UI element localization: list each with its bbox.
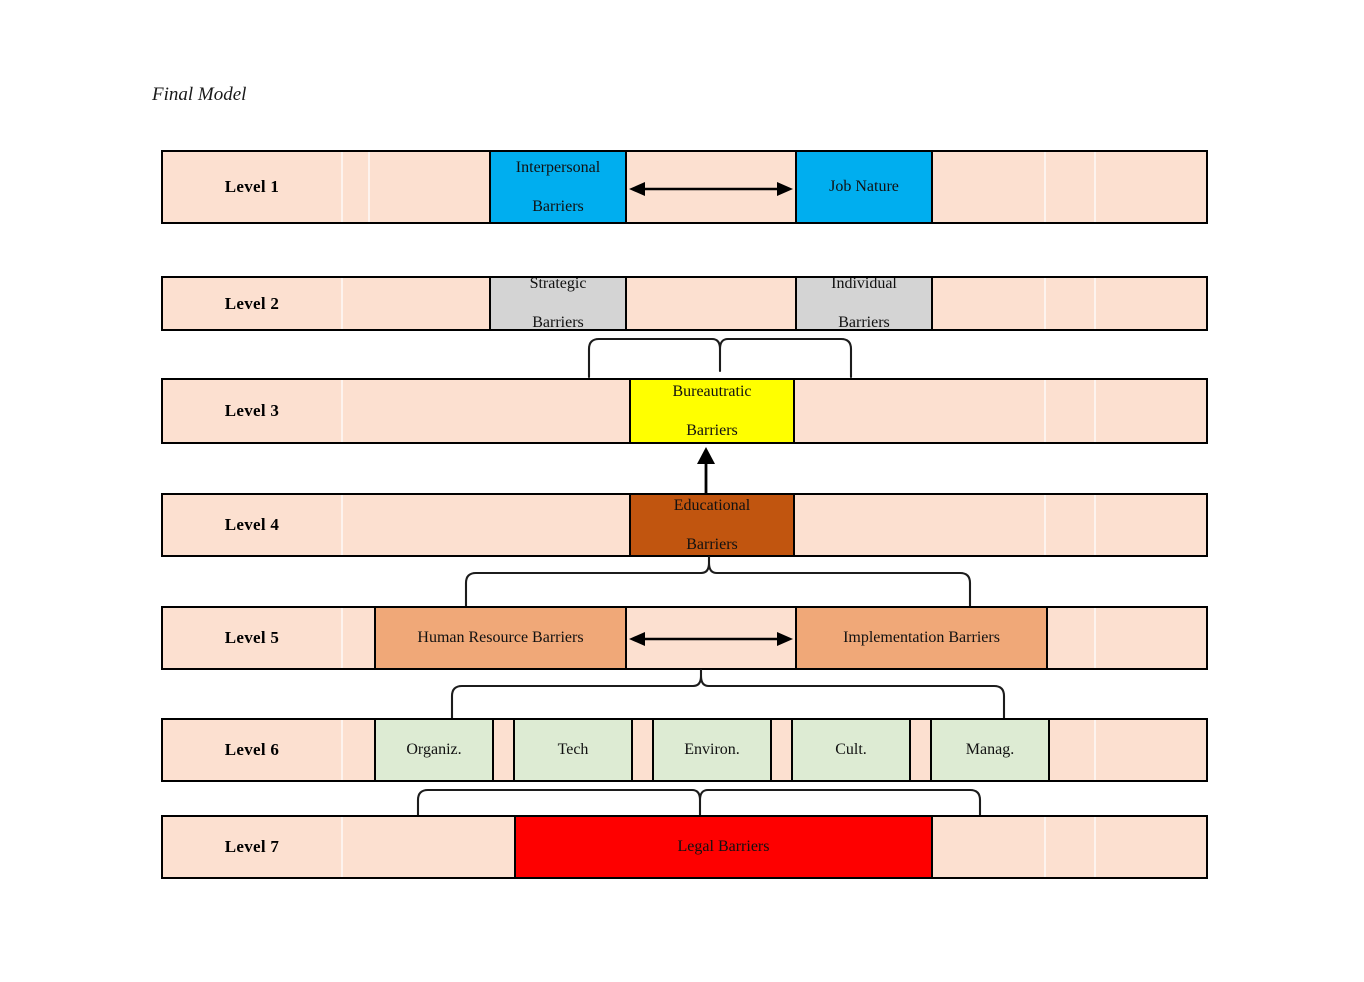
level-5-row: Level 5 Human Resource Barriers Implemen…	[161, 606, 1208, 670]
column-divider	[1094, 278, 1096, 329]
column-divider	[1094, 495, 1096, 555]
node-text-line: Cult.	[835, 741, 867, 759]
page-title: Final Model	[152, 84, 247, 105]
node-legal-barriers[interactable]: Legal Barriers	[514, 817, 933, 877]
column-divider	[1044, 278, 1046, 329]
level-5-label: Level 5	[224, 628, 280, 647]
node-text-line: Job Nature	[829, 178, 899, 196]
column-divider	[1044, 380, 1046, 442]
level-6-row: Level 6 Organiz. Tech Environ. Cult. Man…	[161, 718, 1208, 782]
node-text-line: Barriers	[686, 421, 738, 439]
level-4-label: Level 4	[224, 515, 280, 534]
level-6-label: Level 6	[224, 740, 280, 759]
node-cult-barriers[interactable]: Cult.	[791, 720, 911, 780]
arrow-interpersonal-jobnature	[629, 180, 793, 198]
column-divider	[341, 608, 343, 668]
node-text-line: Organiz.	[406, 741, 462, 759]
brace-level6-to-level7	[414, 784, 984, 828]
column-divider	[1094, 608, 1096, 668]
column-divider	[1044, 152, 1046, 222]
node-human-resource-barriers[interactable]: Human Resource Barriers	[374, 608, 627, 668]
node-text-line: Educational	[673, 496, 751, 514]
node-text-line: Barriers	[686, 535, 738, 553]
node-text-line: Barriers	[532, 314, 584, 331]
level-3-label: Level 3	[224, 401, 280, 420]
column-divider	[1094, 817, 1096, 877]
column-divider	[341, 278, 343, 329]
node-text-line: Human Resource Barriers	[417, 629, 584, 647]
column-divider	[1094, 380, 1096, 442]
node-text-line: Manag.	[965, 741, 1015, 759]
column-divider	[1094, 720, 1096, 780]
node-text-line: Barriers	[532, 197, 584, 215]
node-text-line: Strategic	[529, 276, 587, 293]
column-divider	[341, 152, 343, 222]
column-divider	[368, 152, 370, 222]
node-environ-barriers[interactable]: Environ.	[652, 720, 772, 780]
node-organiz-barriers[interactable]: Organiz.	[374, 720, 494, 780]
node-text-line: Individual	[831, 276, 897, 293]
level-2-label: Level 2	[224, 293, 280, 313]
brace-level6-to-level5	[448, 668, 1008, 720]
node-text-line: Bureautratic	[672, 382, 752, 400]
node-manag-barriers[interactable]: Manag.	[930, 720, 1050, 780]
column-divider	[1094, 152, 1096, 222]
column-divider	[341, 380, 343, 442]
column-divider	[1044, 495, 1046, 555]
node-text-line: Legal Barriers	[677, 838, 770, 856]
node-text-line: Tech	[557, 741, 589, 759]
column-divider	[341, 817, 343, 877]
brace-level5-to-level4	[462, 555, 974, 609]
arrow-level4-to-level3	[693, 447, 719, 495]
node-job-nature[interactable]: Job Nature	[795, 152, 933, 222]
node-tech-barriers[interactable]: Tech	[513, 720, 633, 780]
brace-level2-to-level3	[585, 331, 855, 379]
column-divider	[1044, 817, 1046, 877]
column-divider	[341, 720, 343, 780]
level-7-label: Level 7	[224, 837, 280, 856]
node-text-line: Environ.	[684, 741, 740, 759]
node-text-line: Barriers	[838, 314, 890, 331]
column-divider	[341, 495, 343, 555]
node-text-line: Interpersonal	[515, 158, 601, 176]
node-text-line: Implementation Barriers	[843, 629, 1000, 647]
node-implementation-barriers[interactable]: Implementation Barriers	[795, 608, 1048, 668]
level-7-row: Level 7 Legal Barriers	[161, 815, 1208, 879]
level-1-label: Level 1	[224, 177, 280, 196]
arrow-humanresource-implementation	[629, 630, 793, 648]
